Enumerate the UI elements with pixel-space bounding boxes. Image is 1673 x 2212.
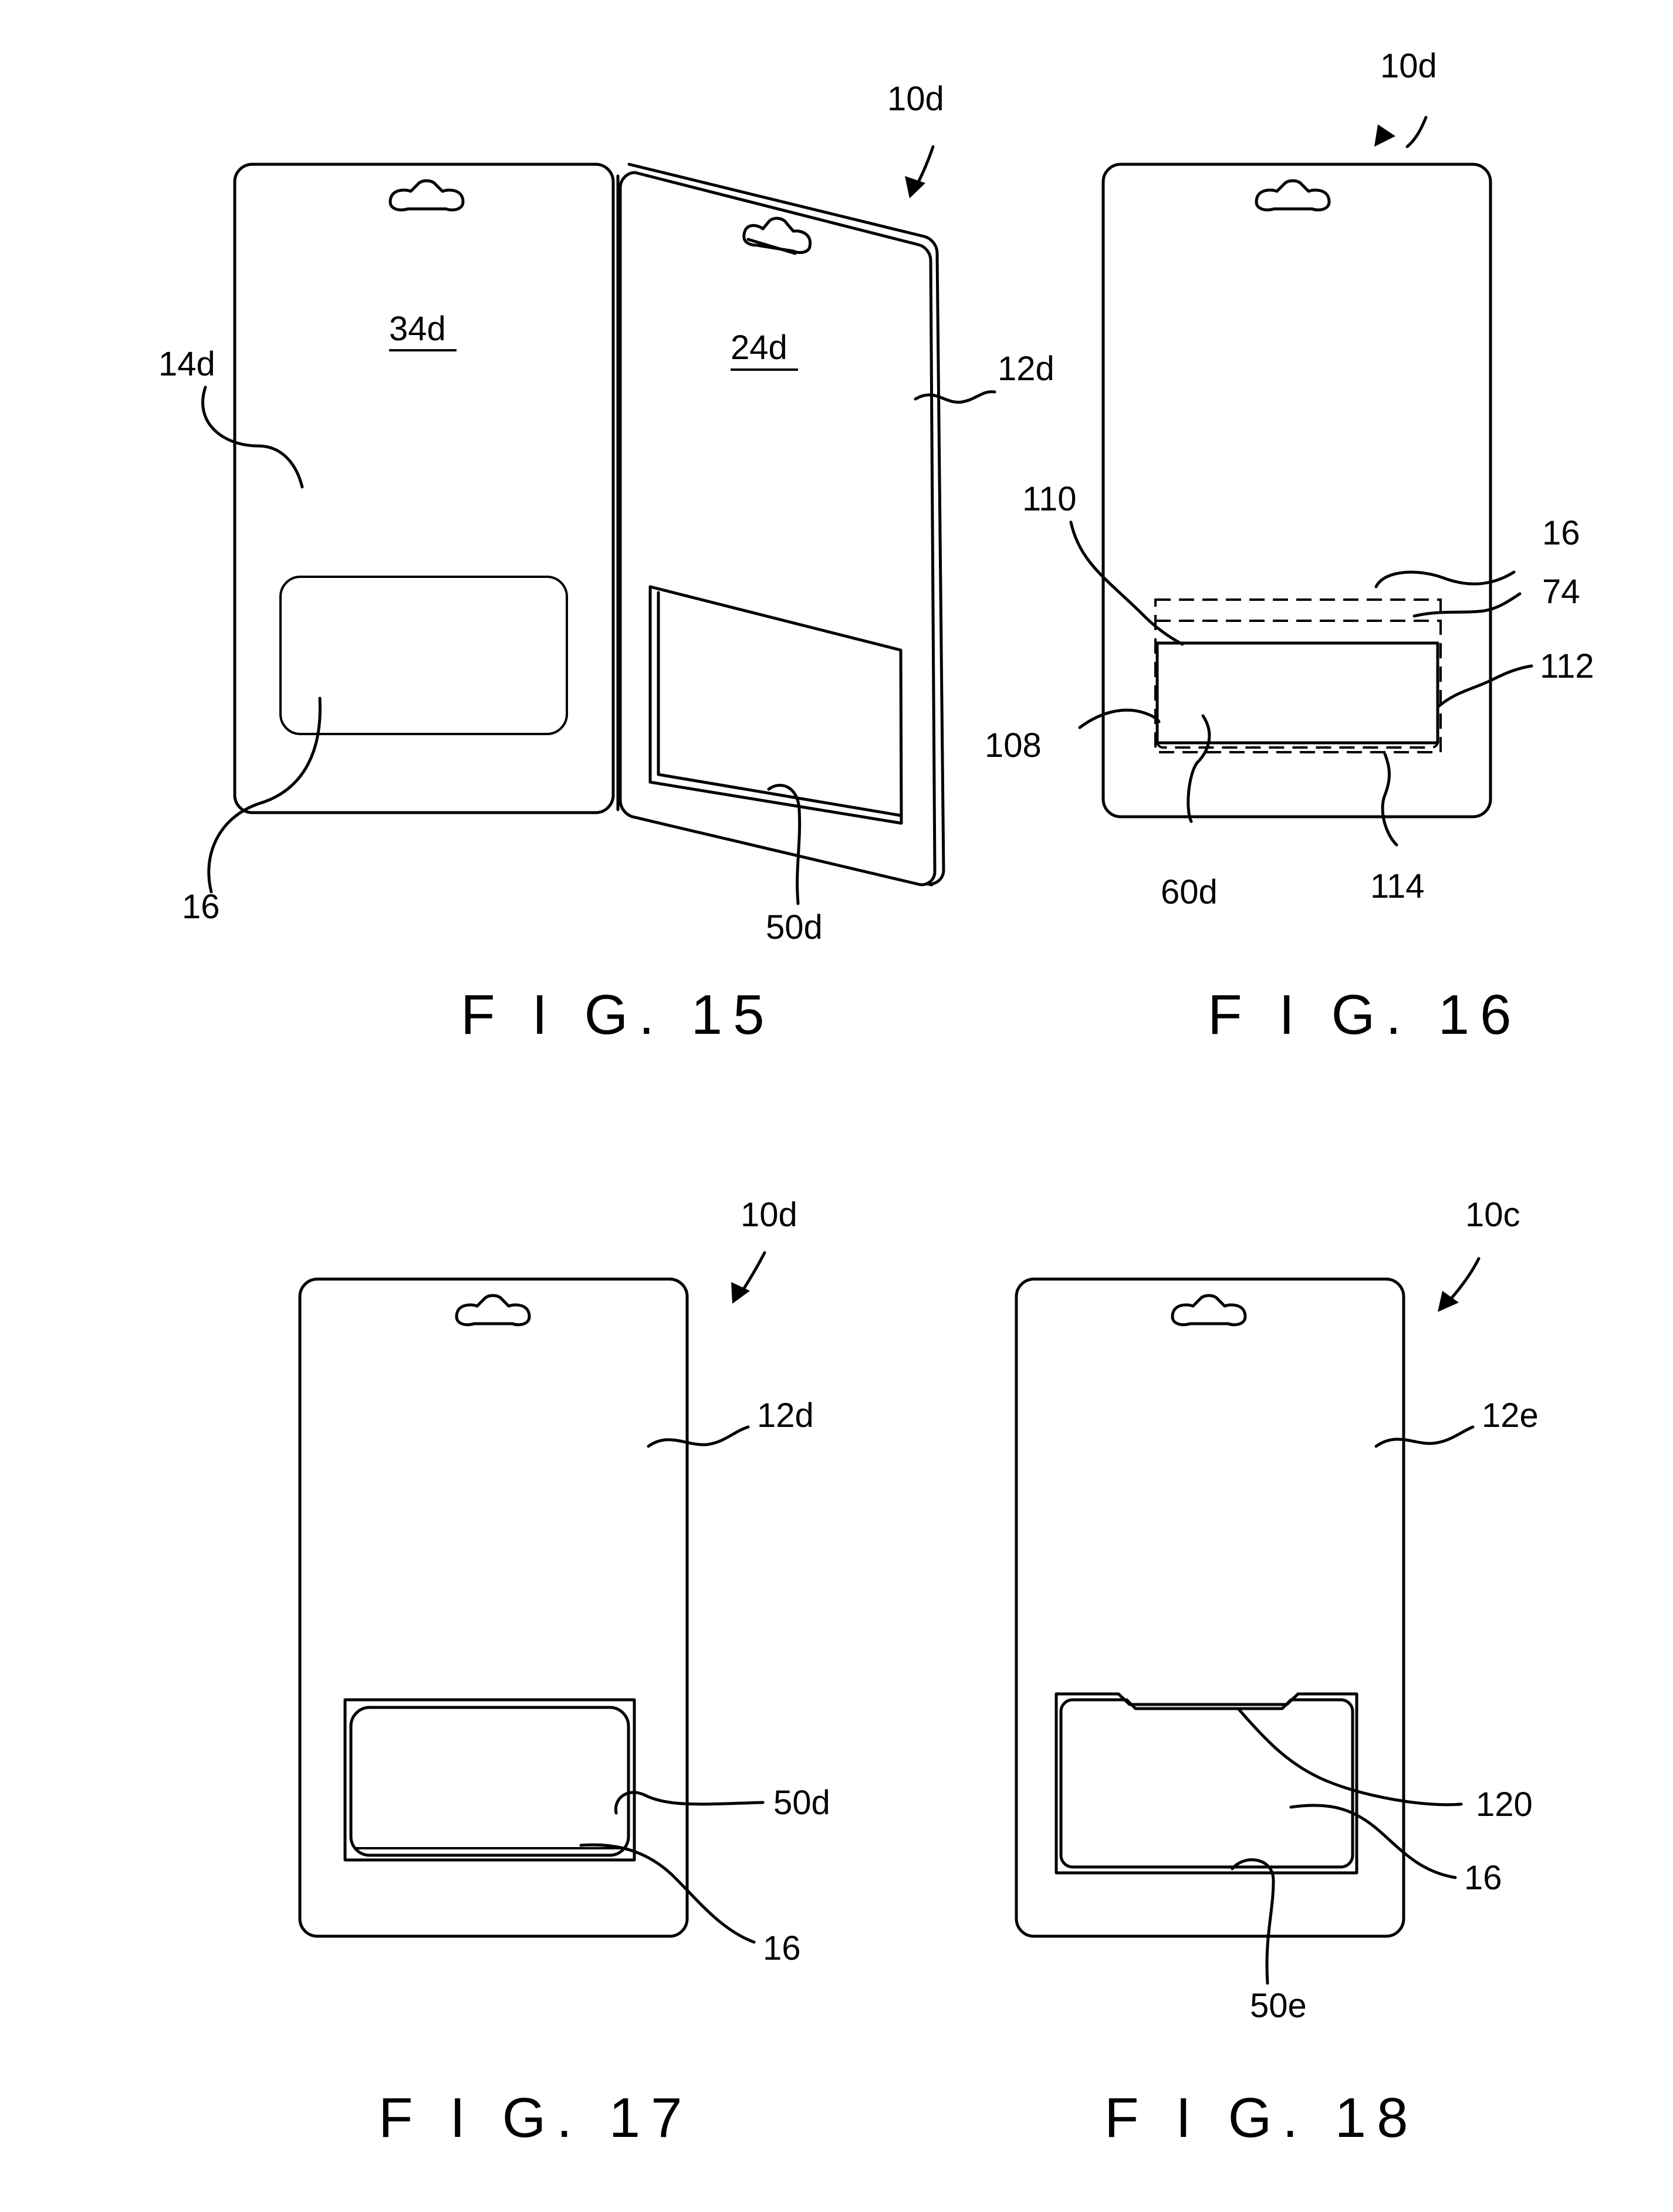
arrowhead-icon — [1374, 124, 1395, 147]
package-panel — [1016, 1279, 1404, 1936]
figure-16: 10d 110 16 74 112 108 60d 114 F I G. 16 — [985, 47, 1594, 1046]
label-10d: 10d — [741, 1196, 797, 1234]
ref-arrow — [1407, 117, 1426, 147]
label-50d: 50d — [766, 908, 823, 946]
caption-fig16: F I G. 16 — [1208, 983, 1522, 1046]
caption-fig15: F I G. 15 — [461, 983, 775, 1046]
label-108: 108 — [985, 726, 1042, 765]
front-panel — [620, 173, 935, 885]
label-34d: 34d — [389, 310, 446, 348]
label-120: 120 — [1476, 1785, 1533, 1824]
figure-15: 10d 12d 14d 34d 24d 16 50d F I G. 15 — [158, 80, 1055, 1046]
package-panel — [1103, 164, 1491, 817]
label-14d: 14d — [158, 345, 215, 383]
label-10c: 10c — [1465, 1196, 1520, 1234]
label-12d: 12d — [998, 350, 1055, 388]
label-50d: 50d — [773, 1784, 830, 1822]
back-panel — [235, 164, 613, 813]
ref-arrow — [1446, 1259, 1479, 1304]
label-110: 110 — [1022, 480, 1076, 518]
label-16: 16 — [182, 888, 220, 926]
label-12d: 12d — [757, 1396, 814, 1435]
label-10d: 10d — [887, 80, 944, 118]
figure-18: 10c 12e 120 16 50e F I G. 18 — [1016, 1196, 1539, 2149]
figure-17: 10d 12d 50d 16 F I G. 17 — [300, 1196, 830, 2149]
label-16: 16 — [763, 1929, 801, 1967]
ref-arrow — [741, 1253, 765, 1294]
caption-fig18: F I G. 18 — [1104, 2086, 1418, 2149]
label-112: 112 — [1540, 647, 1594, 685]
caption-fig17: F I G. 17 — [378, 2086, 692, 2149]
label-24d: 24d — [731, 329, 788, 367]
label-50e: 50e — [1250, 1987, 1307, 2025]
label-114: 114 — [1370, 867, 1424, 905]
label-74: 74 — [1542, 573, 1580, 611]
label-60d: 60d — [1161, 873, 1218, 911]
label-12e: 12e — [1482, 1396, 1539, 1435]
label-10d: 10d — [1380, 47, 1437, 85]
arrowhead-icon — [905, 176, 925, 198]
label-16: 16 — [1542, 514, 1580, 552]
label-16: 16 — [1464, 1859, 1502, 1897]
